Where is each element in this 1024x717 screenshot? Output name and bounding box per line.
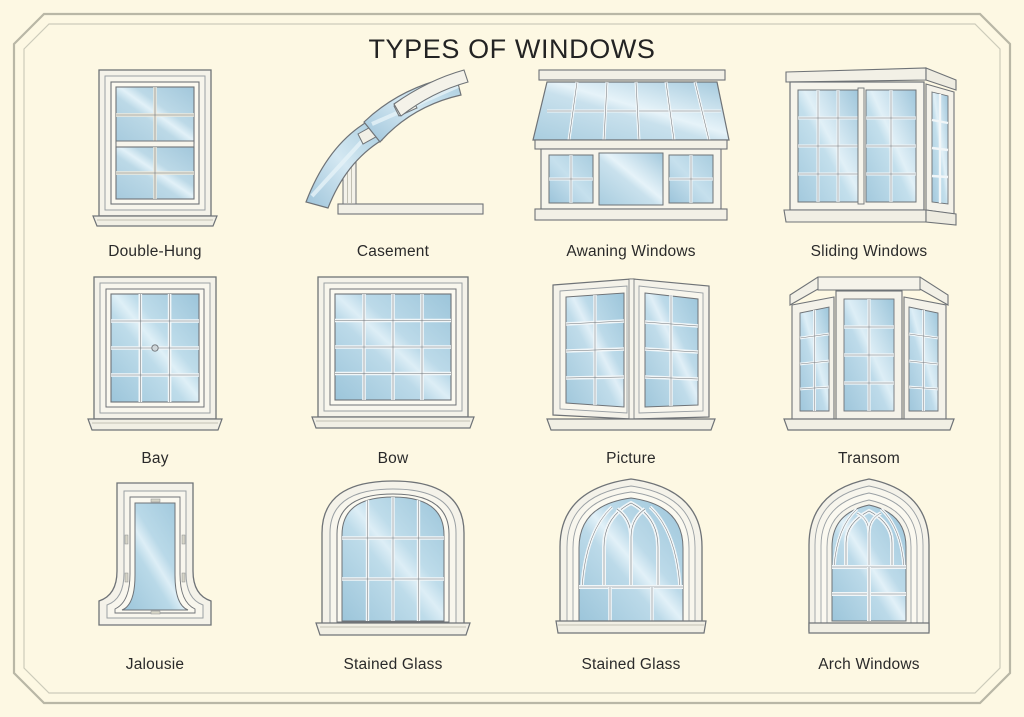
window-card-stained-glass-gothic[interactable]: Stained Glass (512, 475, 750, 682)
window-label: Stained Glass (581, 656, 681, 674)
window-label: Stained Glass (343, 656, 443, 674)
window-card-bow[interactable]: Bow (274, 269, 512, 476)
window-card-transom[interactable]: Transom (750, 269, 988, 476)
window-label: Double-Hung (108, 243, 202, 260)
window-label: Jalousie (125, 656, 185, 674)
window-card-picture[interactable]: Picture (512, 269, 750, 476)
window-card-jalousie[interactable]: Jalousie (36, 475, 274, 682)
sliding-windows-illustration (750, 62, 988, 230)
page-title: TYPES OF WINDOWS (368, 34, 656, 64)
window-label: Bay (141, 449, 169, 467)
stained-glass-gothic-illustration (512, 475, 750, 643)
window-label: Transom (838, 449, 900, 467)
window-card-stained-glass-arched[interactable]: Stained Glass (274, 475, 512, 682)
window-card-arch-windows[interactable]: Arch Windows (750, 475, 988, 682)
window-card-double-hung[interactable]: Double-Hung (36, 62, 274, 269)
window-card-casement[interactable]: Casement (274, 62, 512, 269)
transom-illustration (750, 269, 988, 437)
window-card-awaning-windows[interactable]: Awaning Windows (512, 62, 750, 269)
arch-windows-illustration (750, 475, 988, 643)
awaning-windows-illustration (512, 62, 750, 230)
jalousie-illustration (36, 475, 274, 643)
bow-illustration (274, 269, 512, 437)
window-card-sliding-windows[interactable]: Sliding Windows (750, 62, 988, 269)
window-card-bay[interactable]: Bay (36, 269, 274, 476)
window-label: Picture (606, 449, 656, 467)
stained-glass-arched-illustration (274, 475, 512, 643)
window-label: Awaning Windows (566, 243, 696, 260)
windows-grid: Double-Hung (36, 62, 988, 682)
window-label: Sliding Windows (810, 243, 928, 260)
window-label: Bow (377, 449, 409, 467)
double-hung-illustration (36, 62, 274, 230)
bay-illustration (36, 269, 274, 437)
picture-illustration (512, 269, 750, 437)
casement-illustration (274, 62, 512, 230)
window-label: Arch Windows (818, 656, 920, 674)
window-label: Casement (356, 243, 430, 260)
